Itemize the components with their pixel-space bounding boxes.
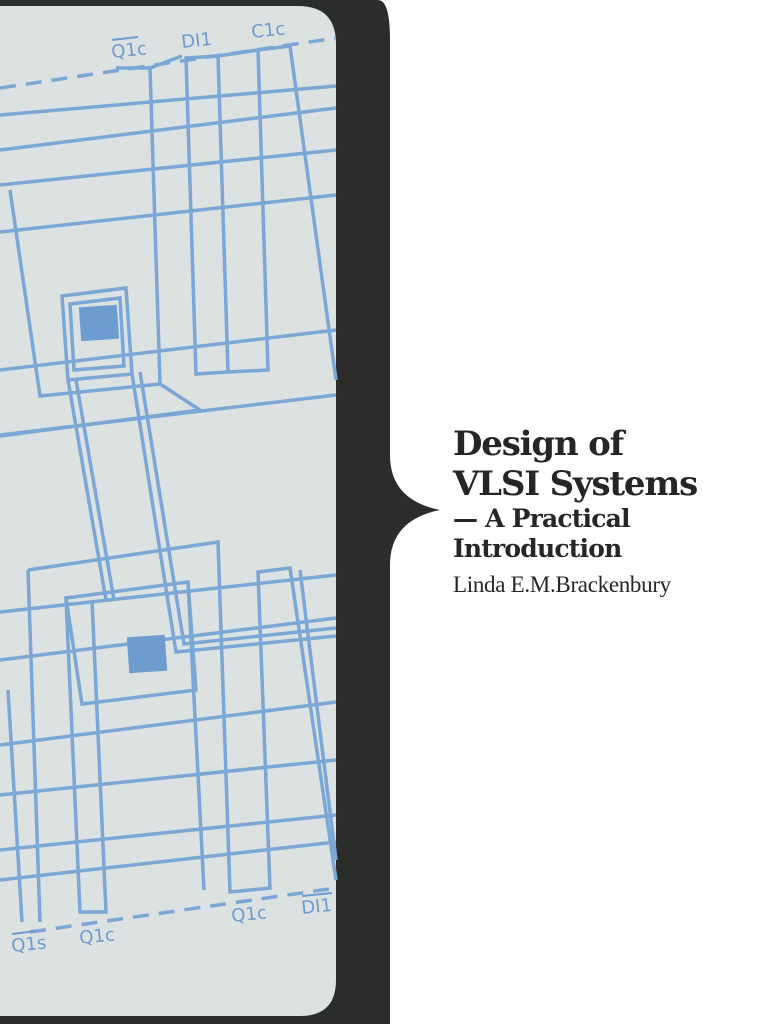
- book-subtitle-line-1: — A Practical: [453, 504, 631, 533]
- label-top-c1c: C1c: [250, 19, 286, 43]
- contact-square-bottom: [126, 634, 168, 674]
- signal-labels: Q1c DI1 C1c Q1s Q1c Q1c DI1: [10, 19, 333, 957]
- book-subtitle-line-2: Introduction: [453, 534, 622, 563]
- label-top-di1: DI1: [180, 29, 213, 53]
- label-bottom-q1c-left: Q1c: [78, 924, 116, 949]
- contact-square-top: [78, 304, 120, 342]
- label-top-q1c: Q1c: [110, 38, 148, 63]
- label-bottom-q1c-right: Q1c: [230, 902, 268, 927]
- label-bottom-di1: DI1: [300, 895, 333, 919]
- title-block: Design of VLSI Systems — A Practical Int…: [453, 424, 753, 598]
- label-bottom-q1s: Q1s: [10, 932, 47, 957]
- book-author: Linda E.M.Brackenbury: [453, 572, 671, 597]
- circuit-traces: [0, 36, 338, 934]
- book-title-line-1: Design of: [453, 424, 624, 464]
- book-title-line-2: VLSI Systems: [453, 464, 698, 504]
- circuit-panel: [0, 6, 336, 1016]
